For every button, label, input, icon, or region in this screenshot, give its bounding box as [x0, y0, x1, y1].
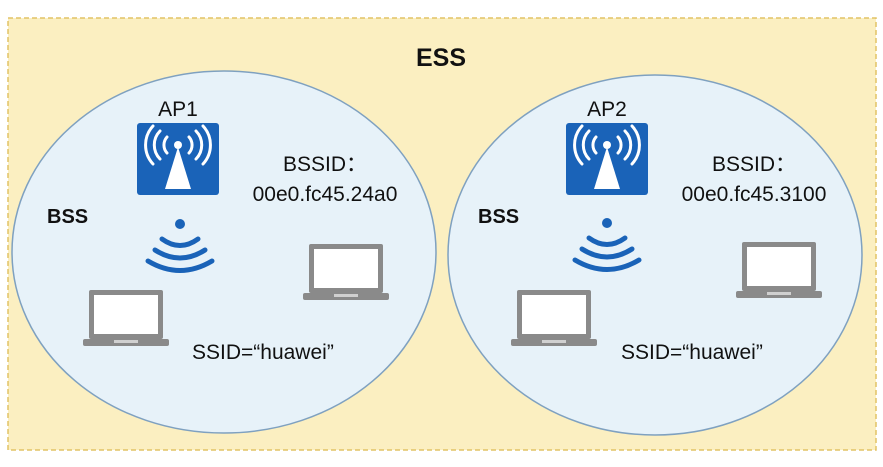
ssid2-label: SSID=“huawei” — [621, 341, 763, 364]
ap2-label: AP2 — [587, 98, 627, 121]
bssid1-info: BSSID： 00e0.fc45.24a0 — [253, 150, 398, 211]
wifi-signal-icon-1 — [145, 219, 215, 273]
bss1-label: BSS — [47, 206, 89, 228]
wifi-signal-icon-2 — [572, 218, 642, 272]
bssid2-value: 00e0.fc45.3100 — [681, 183, 827, 207]
bssid2-label: BSSID： — [711, 153, 797, 176]
bssid1-value: 00e0.fc45.24a0 — [252, 183, 398, 207]
ap1-icon — [137, 123, 219, 195]
laptop-icon-1 — [83, 290, 169, 346]
ap2-icon — [566, 123, 648, 195]
ssid1-label: SSID=“huawei” — [192, 341, 334, 364]
laptop-icon-4 — [736, 242, 822, 298]
bss2-label: BSS — [478, 206, 520, 228]
bssid2-info: BSSID： 00e0.fc45.3100 — [682, 150, 827, 211]
ess-label: ESS — [415, 44, 467, 72]
bssid1-label: BSSID： — [282, 153, 368, 176]
laptop-icon-3 — [511, 290, 597, 346]
ap1-label: AP1 — [158, 98, 198, 121]
laptop-icon-2 — [303, 244, 389, 300]
